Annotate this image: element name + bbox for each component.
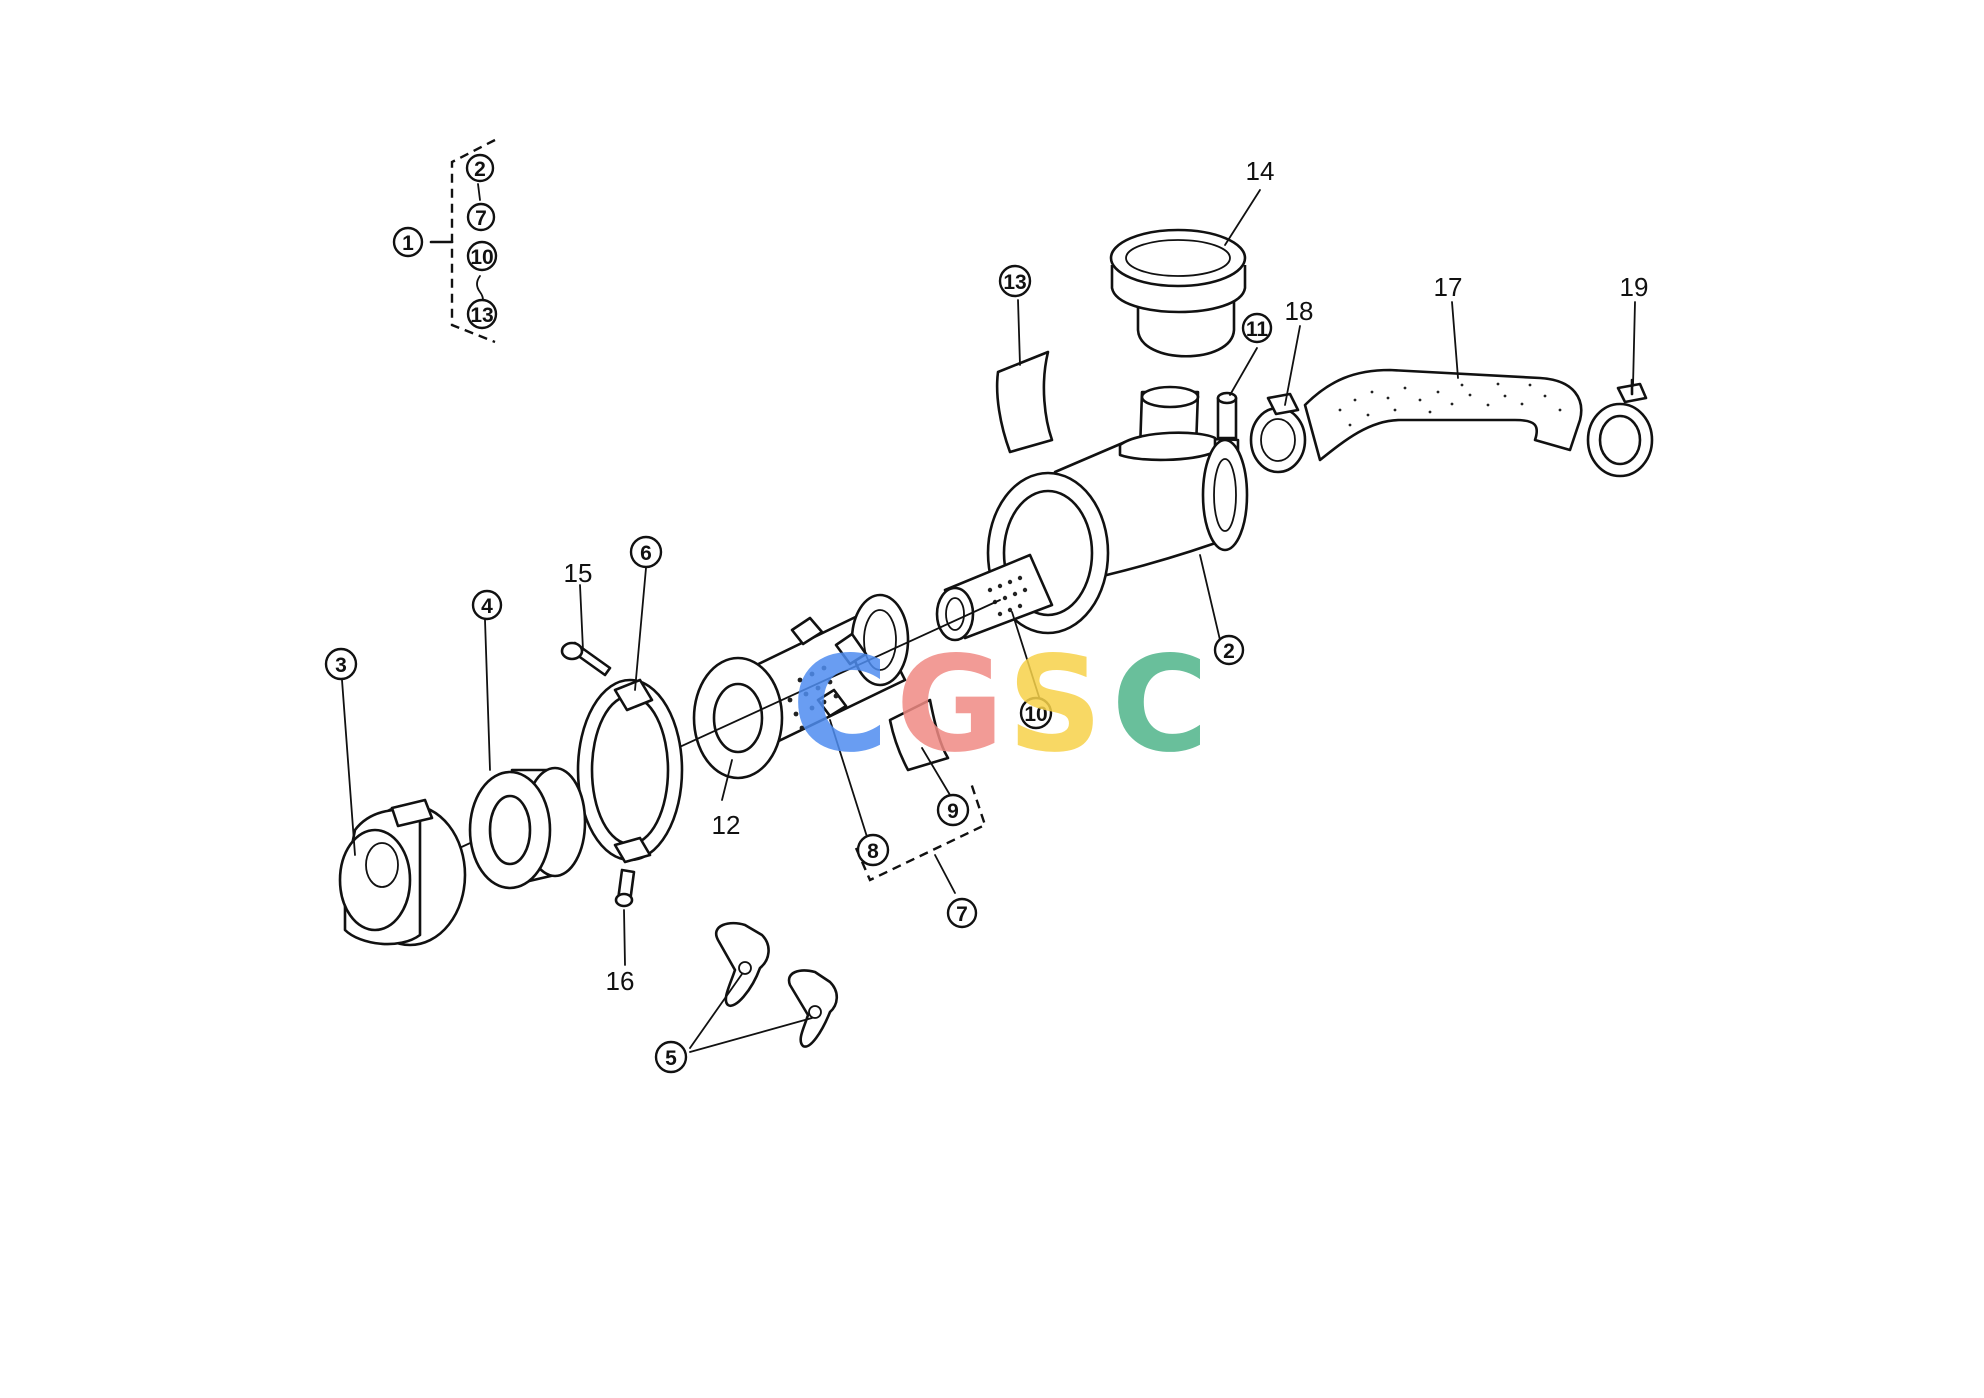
callout-6: 6 bbox=[629, 535, 663, 569]
hose-clamp-18 bbox=[1249, 392, 1307, 474]
svg-text:8: 8 bbox=[867, 840, 879, 863]
sealing-ring bbox=[468, 766, 587, 890]
kit-member-label: 2 bbox=[465, 153, 495, 183]
callout-3: 3 bbox=[324, 647, 358, 681]
svg-text:7: 7 bbox=[956, 903, 968, 926]
kit-parent-label: 1 bbox=[392, 226, 424, 258]
bolt-15 bbox=[560, 641, 612, 677]
svg-text:S: S bbox=[1007, 628, 1102, 782]
svg-text:C: C bbox=[1112, 628, 1209, 782]
svg-text:10: 10 bbox=[470, 246, 493, 269]
svg-text:13: 13 bbox=[1003, 271, 1026, 294]
end-cap bbox=[338, 798, 467, 947]
svg-text:11: 11 bbox=[1246, 318, 1269, 341]
svg-text:1: 1 bbox=[402, 232, 414, 255]
label-12: 12 bbox=[712, 810, 741, 840]
kit-member-label: 13 bbox=[466, 298, 498, 330]
svg-text:10: 10 bbox=[1024, 703, 1047, 726]
callout-5: 5 bbox=[654, 1040, 688, 1074]
svg-text:4: 4 bbox=[481, 595, 493, 618]
gasket-piece bbox=[995, 350, 1054, 454]
safety-element bbox=[935, 553, 1054, 642]
callout-7: 7 bbox=[946, 897, 978, 929]
label-19: 19 bbox=[1620, 272, 1649, 302]
label-16: 16 bbox=[606, 966, 635, 996]
svg-text:G: G bbox=[896, 628, 1004, 782]
kit-member-label: 10 bbox=[466, 240, 498, 272]
svg-text:C: C bbox=[792, 628, 889, 782]
callout-4: 4 bbox=[471, 589, 503, 621]
main-element bbox=[692, 593, 910, 780]
label-17: 17 bbox=[1434, 272, 1463, 302]
callout-2: 2 bbox=[1213, 634, 1245, 666]
band-clamp bbox=[576, 678, 684, 864]
kit-group: 1 2 7 10 13 bbox=[392, 138, 498, 344]
svg-text:5: 5 bbox=[665, 1047, 677, 1070]
wing-nut bbox=[787, 969, 839, 1048]
label-14: 14 bbox=[1246, 156, 1275, 186]
callout-8: 8 bbox=[856, 833, 890, 867]
precleaner-cap bbox=[1109, 228, 1247, 358]
air-cleaner-body bbox=[986, 431, 1249, 635]
callout-10: 10 bbox=[1019, 696, 1053, 730]
intake-hose bbox=[1303, 368, 1583, 462]
svg-text:2: 2 bbox=[1223, 640, 1235, 663]
svg-text:13: 13 bbox=[470, 304, 493, 327]
label-18: 18 bbox=[1285, 296, 1314, 326]
callout-11: 11 bbox=[1241, 312, 1273, 344]
leader-lines bbox=[341, 189, 1636, 1053]
element-gasket bbox=[888, 698, 950, 772]
indicator-plug bbox=[1216, 391, 1238, 440]
watermark-logo: C G S C bbox=[792, 628, 1209, 782]
svg-text:9: 9 bbox=[947, 800, 959, 823]
hose-clamp-19 bbox=[1586, 378, 1654, 478]
svg-text:3: 3 bbox=[335, 654, 347, 677]
kit-member-label: 7 bbox=[466, 202, 496, 232]
callout-9: 9 bbox=[936, 793, 970, 827]
wing-nut bbox=[714, 921, 770, 1008]
callout-13: 13 bbox=[998, 264, 1032, 298]
svg-text:6: 6 bbox=[640, 542, 652, 565]
hose-texture bbox=[1338, 382, 1562, 427]
svg-text:2: 2 bbox=[474, 158, 486, 181]
svg-text:7: 7 bbox=[475, 207, 487, 230]
label-15: 15 bbox=[564, 558, 593, 588]
bolt-16 bbox=[614, 868, 636, 908]
